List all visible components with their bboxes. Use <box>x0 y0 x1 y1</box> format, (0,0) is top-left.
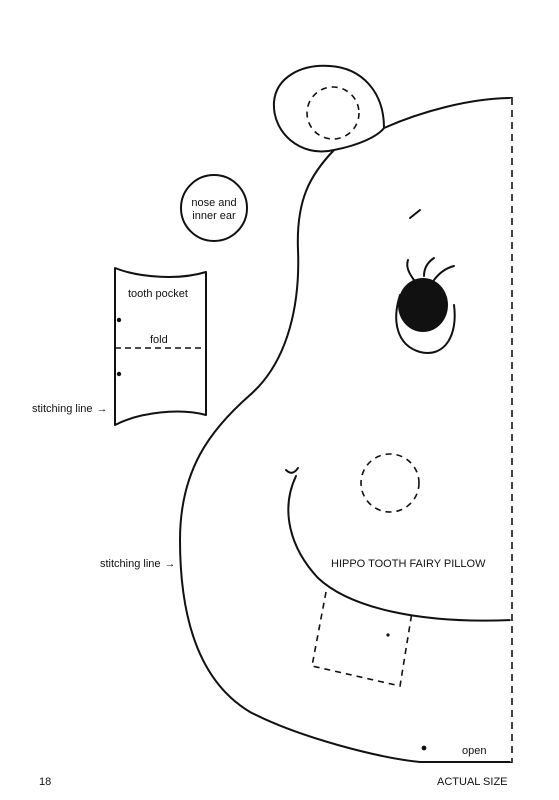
eyelash-3 <box>433 265 455 281</box>
inner-ear-placement-circle <box>306 86 360 140</box>
hippo-head-outline <box>179 97 513 763</box>
stitching-line-label-head: stitching line→ <box>100 558 176 571</box>
nose-inner-ear-label-line2: inner ear <box>192 210 236 222</box>
arrow-right-icon: → <box>164 558 176 570</box>
pocket-dot-2 <box>116 371 122 377</box>
mouth-curve <box>287 475 513 622</box>
eye-outline <box>395 294 456 354</box>
stitching-line-text-pocket: stitching line <box>32 403 93 415</box>
tooth-pocket-outline <box>114 267 207 426</box>
pocket-dot-1 <box>116 317 122 323</box>
open-dot <box>421 745 427 751</box>
page-number: 18 <box>39 776 52 788</box>
nose-inner-ear-label: nose and inner ear <box>187 197 241 223</box>
ear-outline <box>272 64 385 153</box>
mouth-hook <box>285 467 299 474</box>
eyelash-2 <box>423 257 435 277</box>
nose-inner-ear-circle <box>180 174 248 242</box>
tooth-pocket-placement <box>311 591 413 687</box>
actual-size-note: ACTUAL SIZE <box>437 776 508 788</box>
pupil <box>398 278 448 332</box>
stitching-line-text-head: stitching line <box>100 558 161 570</box>
eyelash-1 <box>406 259 415 281</box>
arrow-right-icon: → <box>96 403 108 415</box>
pattern-title: HIPPO TOOTH FAIRY PILLOW <box>331 558 486 570</box>
nose-placement-circle <box>360 453 420 513</box>
eyelid <box>409 209 421 219</box>
open-label: open <box>462 745 487 757</box>
fold-label: fold <box>150 334 168 346</box>
tooth-dot <box>386 633 390 637</box>
stitching-line-label-pocket: stitching line→ <box>32 403 108 416</box>
nose-inner-ear-label-line1: nose and <box>191 197 237 209</box>
tooth-pocket-label: tooth pocket <box>128 288 188 300</box>
